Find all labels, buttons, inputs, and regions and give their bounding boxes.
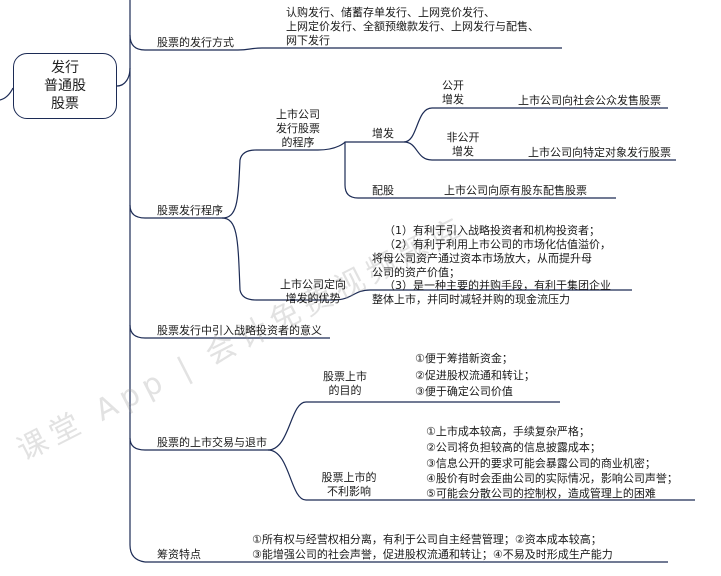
advantage-line-3: 将母公司资产通过资本市场放大，从而提升母 — [372, 252, 592, 265]
purpose-label: 股票上市 的目的 — [323, 370, 367, 397]
purpose-line-3: ③便于确定公司价值 — [415, 385, 513, 398]
branch-issue-method: 股票的发行方式 — [157, 36, 234, 49]
branch-financing-features: 筹资特点 — [157, 548, 201, 561]
downside-line-5: ⑤可能会分散公司的控制权，造成管理上的困难 — [426, 487, 656, 500]
advantage-line-1: （1）有利于引入战略投资者和机构投资者； — [384, 224, 600, 237]
feigongkai-desc: 上市公司向特定对象发行股票 — [528, 146, 671, 159]
downside-line-4: ④股价有时会歪曲公司的实际情况，影响公司声誉； — [426, 472, 678, 485]
downside-label: 股票上市的 不利影响 — [321, 471, 377, 498]
zengfa-label: 增发 — [372, 127, 394, 140]
downside-line-2: ②公司将负担较高的信息披露成本； — [426, 441, 601, 454]
issue-method-line-3: 网下发行 — [286, 34, 330, 47]
peigu-label: 配股 — [372, 184, 394, 197]
feigongkai-label: 非公开 增发 — [446, 131, 480, 158]
procedure-sub-label: 上市公司 发行股票 的程序 — [276, 108, 320, 149]
branch-listing-delisting: 股票的上市交易与退市 — [157, 436, 267, 449]
branch-issue-procedure: 股票发行程序 — [157, 204, 223, 217]
advantage-line-4: 公司的资产价值； — [372, 266, 460, 279]
advantage-line-2: （2）有利于利用上市公司的市场化估值溢价， — [384, 238, 611, 251]
downside-line-1: ①上市成本较高，手续复杂严格； — [426, 425, 590, 438]
advantage-line-6: 整体上市，并同时减轻并购的现金流压力 — [372, 293, 570, 306]
downside-line-3: ③信息公开的要求可能会暴露公司的商业机密； — [426, 457, 656, 470]
purpose-line-2: ②促进股权流通和转让； — [415, 369, 535, 382]
advantage-label: 上市公司定向 增发的优势 — [280, 278, 346, 305]
issue-method-line-2: 上网定价发行、全额预缴款发行、上网发行与配售、 — [286, 20, 539, 33]
peigu-desc: 上市公司向原有股东配售股票 — [444, 184, 587, 197]
advantage-line-5: （3）是一种主要的并购手段，有利于集团企业 — [384, 279, 611, 292]
issue-method-line-1: 认购发行、储蓄存单发行、上网竞价发行、 — [286, 6, 495, 19]
feature-line-2: ③能增强公司的社会声誉，促进股权流通和转让；④不易及时形成生产能力 — [252, 548, 613, 561]
branch-strategic-investor: 股票发行中引入战略投资者的意义 — [157, 324, 322, 337]
gongkai-label: 公开 增发 — [442, 79, 464, 106]
feature-line-1: ①所有权与经营权相分离，有利于公司自主经营管理；②资本成本较高； — [252, 533, 602, 546]
root-label: 发行 普通股 股票 — [44, 60, 86, 112]
purpose-line-1: ①便于筹措新资金； — [415, 352, 513, 365]
gongkai-desc: 上市公司向社会公众发售股票 — [518, 94, 661, 107]
root-node: 发行 普通股 股票 — [13, 53, 117, 119]
